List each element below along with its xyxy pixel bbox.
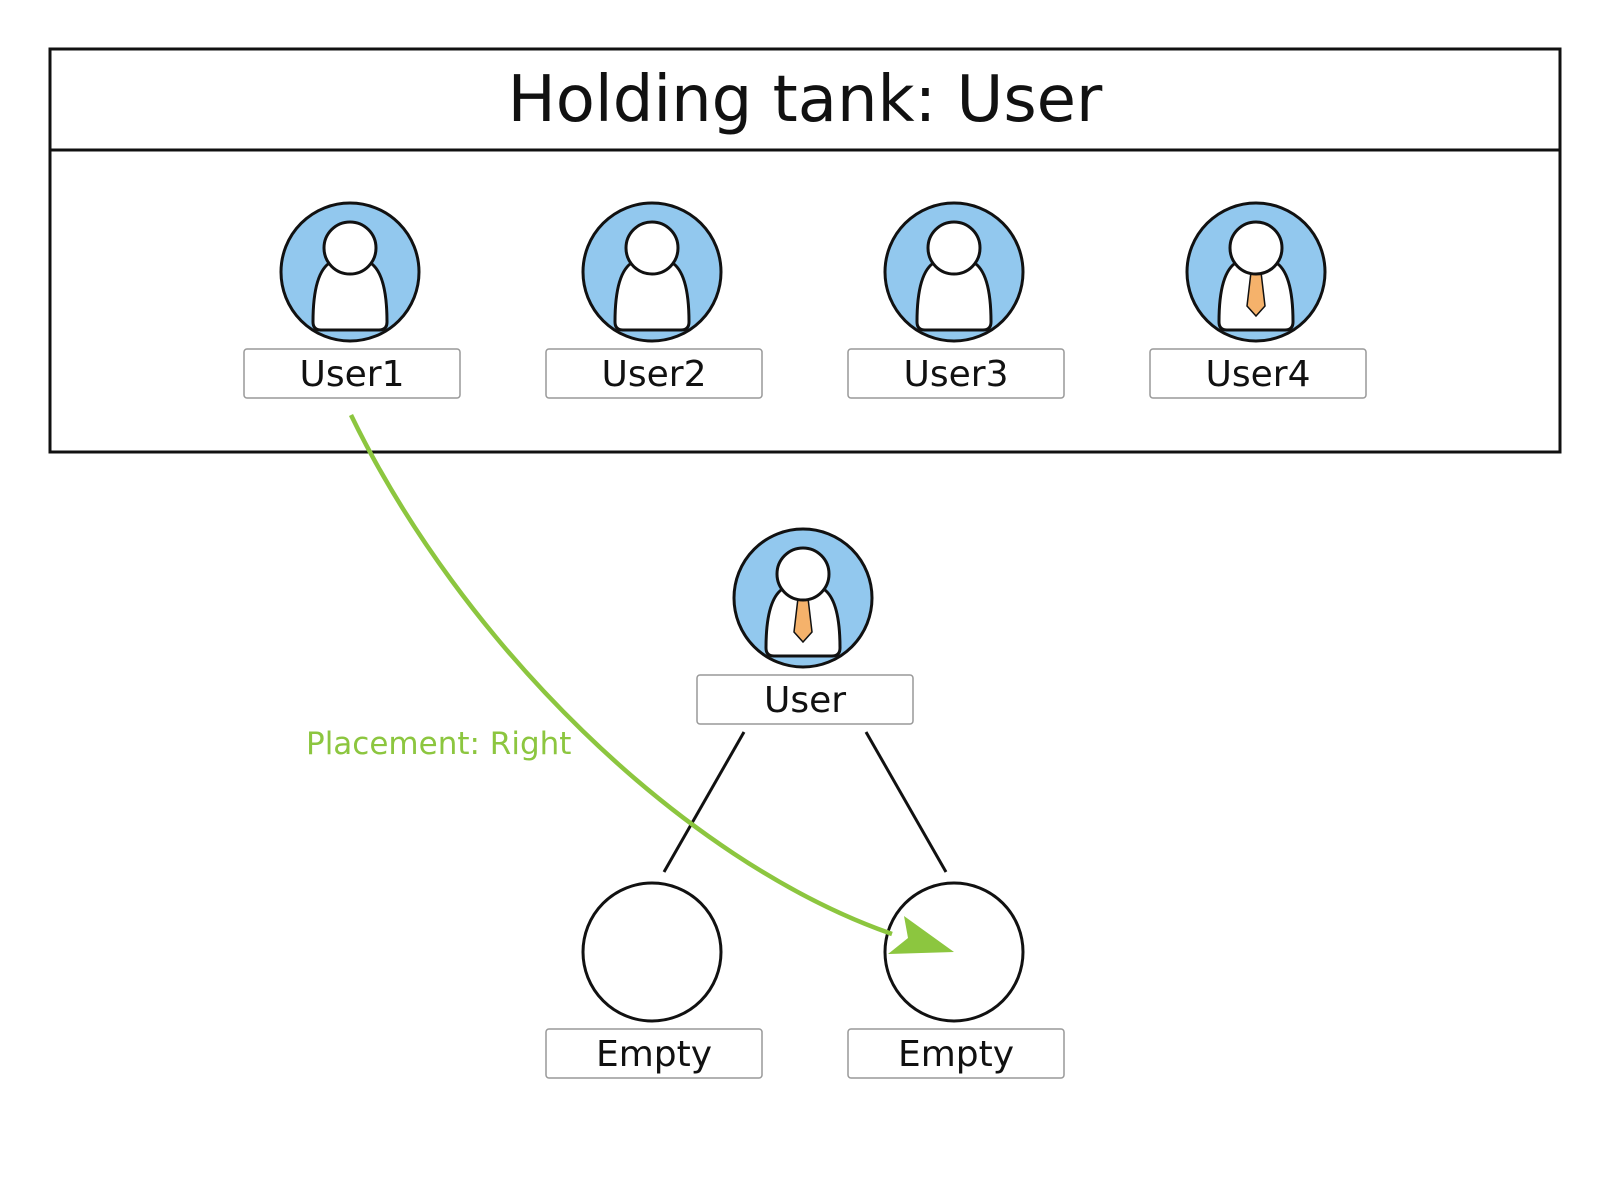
root-label: User xyxy=(764,680,846,721)
user-avatar-icon xyxy=(1185,201,1327,343)
user-label: User2 xyxy=(602,354,707,395)
holding-tank-user-4[interactable]: User4 xyxy=(1149,201,1367,399)
empty-slot-circle xyxy=(581,881,723,1023)
placement-label: Placement: Right xyxy=(306,726,571,762)
user-label-box xyxy=(847,348,1065,399)
root-label-box xyxy=(696,674,914,725)
user-label-box xyxy=(1149,348,1367,399)
right-child-label: Empty xyxy=(898,1034,1014,1075)
holding-tank-user-2[interactable]: User2 xyxy=(545,201,763,399)
necktie-icon xyxy=(1246,271,1266,318)
user-label-box xyxy=(243,348,461,399)
user-label: User3 xyxy=(904,354,1009,395)
holding-tank-user-3[interactable]: User3 xyxy=(847,201,1065,399)
holding-tank-user-1[interactable]: User1 xyxy=(243,201,461,399)
tree-edge-left xyxy=(662,731,746,873)
tree-left-empty-slot[interactable]: Empty xyxy=(545,881,763,1079)
arrow-head-icon xyxy=(888,916,954,954)
user-avatar-icon xyxy=(581,201,723,343)
holding-tank-title: Holding tank: User xyxy=(508,63,1103,137)
empty-label-box xyxy=(847,1028,1065,1079)
placement-arrow xyxy=(348,414,954,954)
user-label: User4 xyxy=(1206,354,1311,395)
user-avatar-icon xyxy=(732,527,874,669)
tree-edge-right xyxy=(864,731,948,873)
empty-label-box xyxy=(545,1028,763,1079)
tree-root-node[interactable]: User xyxy=(696,527,914,725)
user-label-box xyxy=(545,348,763,399)
tree-right-empty-slot[interactable]: Empty xyxy=(847,881,1065,1079)
left-child-label: Empty xyxy=(596,1034,712,1075)
placement-arrow-line xyxy=(348,414,893,937)
user-avatar-icon xyxy=(279,201,421,343)
user-avatar-icon xyxy=(883,201,1025,343)
user-label: User1 xyxy=(300,354,405,395)
necktie-icon xyxy=(793,597,813,644)
